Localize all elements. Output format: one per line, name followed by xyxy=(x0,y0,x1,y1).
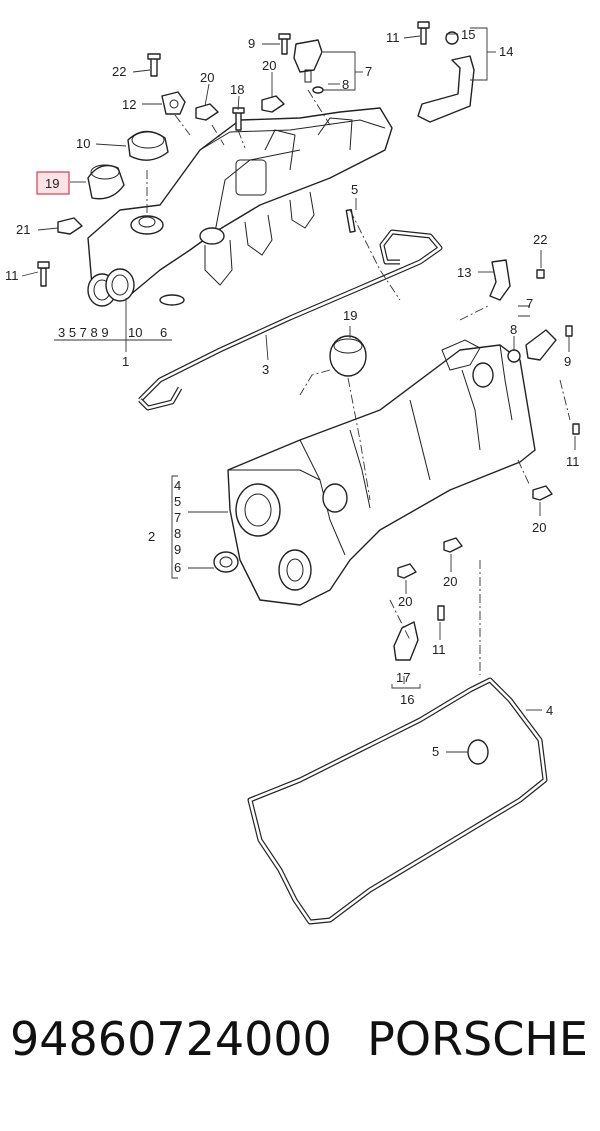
callout-9-top: 9 xyxy=(248,36,255,51)
cap-19-upper xyxy=(87,164,125,200)
sensor-7-right xyxy=(525,329,557,361)
bolt-11-bottom xyxy=(437,605,445,621)
bolt-11-right xyxy=(572,423,580,435)
clip-20-c xyxy=(532,485,553,501)
clip-20-a xyxy=(195,103,219,121)
callout-18: 18 xyxy=(230,82,244,97)
callout-3: 3 xyxy=(262,362,269,377)
callout-22-right: 22 xyxy=(533,232,547,247)
callout-19-highlight xyxy=(36,171,70,195)
group-2-item-1: 4 xyxy=(174,478,181,493)
callout-20-c: 20 xyxy=(532,520,546,535)
callout-21: 21 xyxy=(16,222,30,237)
callout-16: 16 xyxy=(400,692,414,707)
callout-11-right: 11 xyxy=(566,454,580,469)
callout-7-top: 7 xyxy=(365,64,372,79)
seal-6-left xyxy=(213,551,239,573)
callout-20-e: 20 xyxy=(398,594,412,609)
callout-22-upper: 22 xyxy=(112,64,126,79)
group-2-item-6: 6 xyxy=(174,560,181,575)
callout-2: 2 xyxy=(148,529,155,544)
stud-5-upper xyxy=(345,208,356,233)
cap-19-middle xyxy=(329,335,367,377)
bolt-11-top xyxy=(417,21,430,45)
callout-15: 15 xyxy=(461,27,475,42)
callout-8-top: 8 xyxy=(342,77,349,92)
callout-1: 1 xyxy=(122,354,129,369)
callout-group-1-10: 10 xyxy=(128,325,142,340)
exploded-parts-diagram: 22 12 10 19 21 11 20 20 18 9 8 7 11 15 1… xyxy=(5,21,580,925)
callout-4: 4 xyxy=(546,703,553,718)
callout-12: 12 xyxy=(122,97,136,112)
callout-11-bottom: 11 xyxy=(432,642,446,657)
callout-17: 17 xyxy=(396,670,410,685)
callout-11-left: 11 xyxy=(5,268,19,283)
caption-bar: 94860724000 PORSCHE xyxy=(0,1012,600,1092)
bolt-22-upper xyxy=(147,53,161,77)
group-2-item-5: 9 xyxy=(174,542,181,557)
callout-20-b: 20 xyxy=(262,58,276,73)
brand-name: PORSCHE xyxy=(367,1012,588,1066)
part-number: 94860724000 xyxy=(10,1012,332,1066)
callout-8-right: 8 xyxy=(510,322,517,337)
callout-group-1-6: 6 xyxy=(160,325,167,340)
clip-20-b xyxy=(261,95,285,113)
callout-9-right: 9 xyxy=(564,354,571,369)
bracket-12 xyxy=(161,91,186,115)
callout-7-right: 7 xyxy=(526,296,533,311)
valve-cover-lower xyxy=(227,339,536,606)
callout-11-top: 11 xyxy=(386,30,400,45)
seal-6-upper xyxy=(159,294,185,306)
cap-10 xyxy=(127,130,169,161)
callout-20-d: 20 xyxy=(443,574,457,589)
clip-20-d xyxy=(443,537,463,553)
callout-20-a: 20 xyxy=(200,70,214,85)
callout-14: 14 xyxy=(499,44,513,59)
callout-19-middle: 19 xyxy=(343,308,357,323)
clip-20-e xyxy=(397,563,417,579)
gasket-lower xyxy=(247,677,548,925)
pipe-16 xyxy=(393,621,419,661)
callout-19-highlighted: 19 xyxy=(45,176,59,191)
valve-cover-upper xyxy=(87,107,393,307)
gasket-upper xyxy=(138,229,443,411)
bolt-22-right xyxy=(536,269,545,279)
bolt-9-right xyxy=(565,325,573,337)
pipe-14 xyxy=(417,31,475,123)
group-2-item-3: 7 xyxy=(174,510,181,525)
bracket-13 xyxy=(489,259,511,301)
callout-group-1: 3 5 7 8 9 xyxy=(58,325,109,340)
bolt-9-top xyxy=(278,33,291,55)
sensor-7-top xyxy=(293,39,324,94)
group-2-item-4: 8 xyxy=(174,526,181,541)
callout-13: 13 xyxy=(457,265,471,280)
callout-10: 10 xyxy=(76,136,90,151)
callout-5-lower: 5 xyxy=(432,744,439,759)
callout-5-upper: 5 xyxy=(351,182,358,197)
group-2-item-2: 5 xyxy=(174,494,181,509)
clip-21 xyxy=(57,217,83,235)
seal-8-right xyxy=(507,349,521,363)
bolt-11-left xyxy=(37,261,50,287)
